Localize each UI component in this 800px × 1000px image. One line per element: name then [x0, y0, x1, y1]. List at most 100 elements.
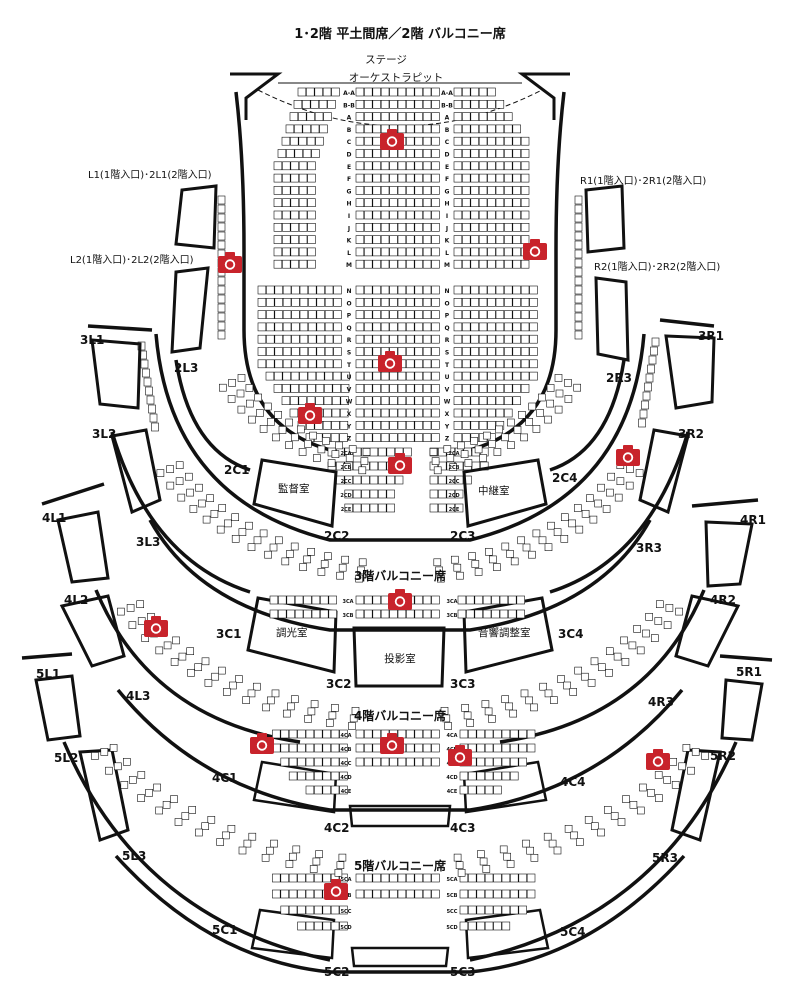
- seat[interactable]: [431, 247, 440, 257]
- seat[interactable]: [495, 112, 505, 121]
- seat[interactable]: [487, 359, 496, 369]
- seat[interactable]: [504, 408, 513, 418]
- seat[interactable]: [453, 371, 463, 381]
- seat[interactable]: [322, 905, 331, 915]
- seat[interactable]: [280, 743, 289, 753]
- seat[interactable]: [484, 771, 494, 781]
- seat[interactable]: [621, 658, 630, 666]
- seat[interactable]: [529, 347, 538, 356]
- seat[interactable]: [372, 173, 381, 183]
- seat[interactable]: [236, 389, 245, 398]
- seat[interactable]: [324, 552, 332, 561]
- seat[interactable]: [397, 889, 407, 899]
- seat[interactable]: [501, 873, 511, 883]
- seat[interactable]: [647, 364, 655, 374]
- seat[interactable]: [504, 347, 513, 356]
- seat[interactable]: [462, 136, 471, 146]
- seat[interactable]: [223, 688, 231, 696]
- seat[interactable]: [453, 384, 463, 393]
- seat[interactable]: [478, 223, 488, 232]
- seat[interactable]: [380, 198, 390, 207]
- seat[interactable]: [307, 223, 316, 232]
- seat[interactable]: [504, 259, 513, 269]
- seat[interactable]: [105, 766, 113, 775]
- seat[interactable]: [372, 384, 381, 393]
- seat[interactable]: [344, 489, 353, 499]
- seat[interactable]: [266, 418, 275, 426]
- seat[interactable]: [397, 371, 407, 381]
- seat[interactable]: [431, 112, 440, 121]
- seat[interactable]: [389, 149, 398, 158]
- seat[interactable]: [466, 595, 475, 605]
- seat[interactable]: [174, 818, 183, 826]
- seat[interactable]: [299, 322, 309, 332]
- seat[interactable]: [257, 285, 267, 295]
- seat[interactable]: [339, 785, 348, 795]
- seat[interactable]: [372, 247, 381, 257]
- seat[interactable]: [316, 285, 325, 295]
- seat[interactable]: [166, 465, 174, 473]
- seat[interactable]: [217, 303, 226, 313]
- seat[interactable]: [148, 404, 156, 414]
- seat[interactable]: [364, 359, 373, 369]
- seat[interactable]: [613, 652, 622, 661]
- seat[interactable]: [453, 285, 463, 295]
- seat[interactable]: [308, 285, 317, 295]
- seat[interactable]: [453, 235, 463, 244]
- seat[interactable]: [170, 795, 178, 803]
- seat[interactable]: [487, 161, 496, 171]
- seat[interactable]: [372, 87, 381, 97]
- seat[interactable]: [422, 124, 432, 134]
- seat[interactable]: [397, 124, 407, 134]
- seat[interactable]: [333, 359, 342, 369]
- seat[interactable]: [626, 465, 634, 473]
- seat[interactable]: [364, 371, 373, 381]
- seat[interactable]: [311, 609, 321, 619]
- box-r2[interactable]: [594, 276, 630, 362]
- seat[interactable]: [501, 729, 511, 739]
- seat[interactable]: [478, 310, 488, 319]
- seat[interactable]: [414, 100, 423, 109]
- seat[interactable]: [298, 210, 308, 220]
- seat[interactable]: [470, 396, 479, 406]
- seat[interactable]: [146, 395, 155, 405]
- seat[interactable]: [310, 100, 319, 109]
- seat[interactable]: [651, 337, 660, 347]
- seat[interactable]: [474, 568, 483, 576]
- seat[interactable]: [364, 198, 373, 207]
- seat[interactable]: [468, 889, 477, 899]
- seat[interactable]: [493, 889, 502, 899]
- seat[interactable]: [364, 743, 373, 753]
- seat[interactable]: [476, 771, 485, 781]
- seat[interactable]: [307, 198, 316, 207]
- seat[interactable]: [482, 609, 492, 619]
- seat[interactable]: [495, 124, 505, 134]
- seat[interactable]: [380, 223, 390, 232]
- seat[interactable]: [290, 384, 299, 393]
- seat[interactable]: [330, 729, 340, 739]
- seat[interactable]: [336, 861, 345, 870]
- seat[interactable]: [389, 371, 398, 381]
- seat[interactable]: [217, 321, 226, 331]
- seat[interactable]: [597, 828, 605, 837]
- seat[interactable]: [380, 757, 390, 767]
- seat[interactable]: [487, 408, 496, 418]
- seat[interactable]: [462, 408, 471, 418]
- seat[interactable]: [433, 558, 442, 567]
- seat[interactable]: [181, 812, 190, 820]
- seat[interactable]: [322, 785, 331, 795]
- seat[interactable]: [142, 368, 150, 378]
- seat[interactable]: [422, 149, 432, 158]
- seat[interactable]: [364, 384, 373, 393]
- seat[interactable]: [302, 124, 311, 134]
- seat[interactable]: [100, 748, 109, 756]
- seat[interactable]: [414, 347, 423, 356]
- seat[interactable]: [217, 294, 226, 304]
- seat[interactable]: [504, 210, 513, 220]
- seat[interactable]: [372, 743, 381, 753]
- seat[interactable]: [297, 905, 306, 915]
- seat[interactable]: [504, 396, 513, 406]
- seat[interactable]: [266, 297, 275, 307]
- seat[interactable]: [478, 124, 488, 134]
- seat[interactable]: [453, 359, 463, 369]
